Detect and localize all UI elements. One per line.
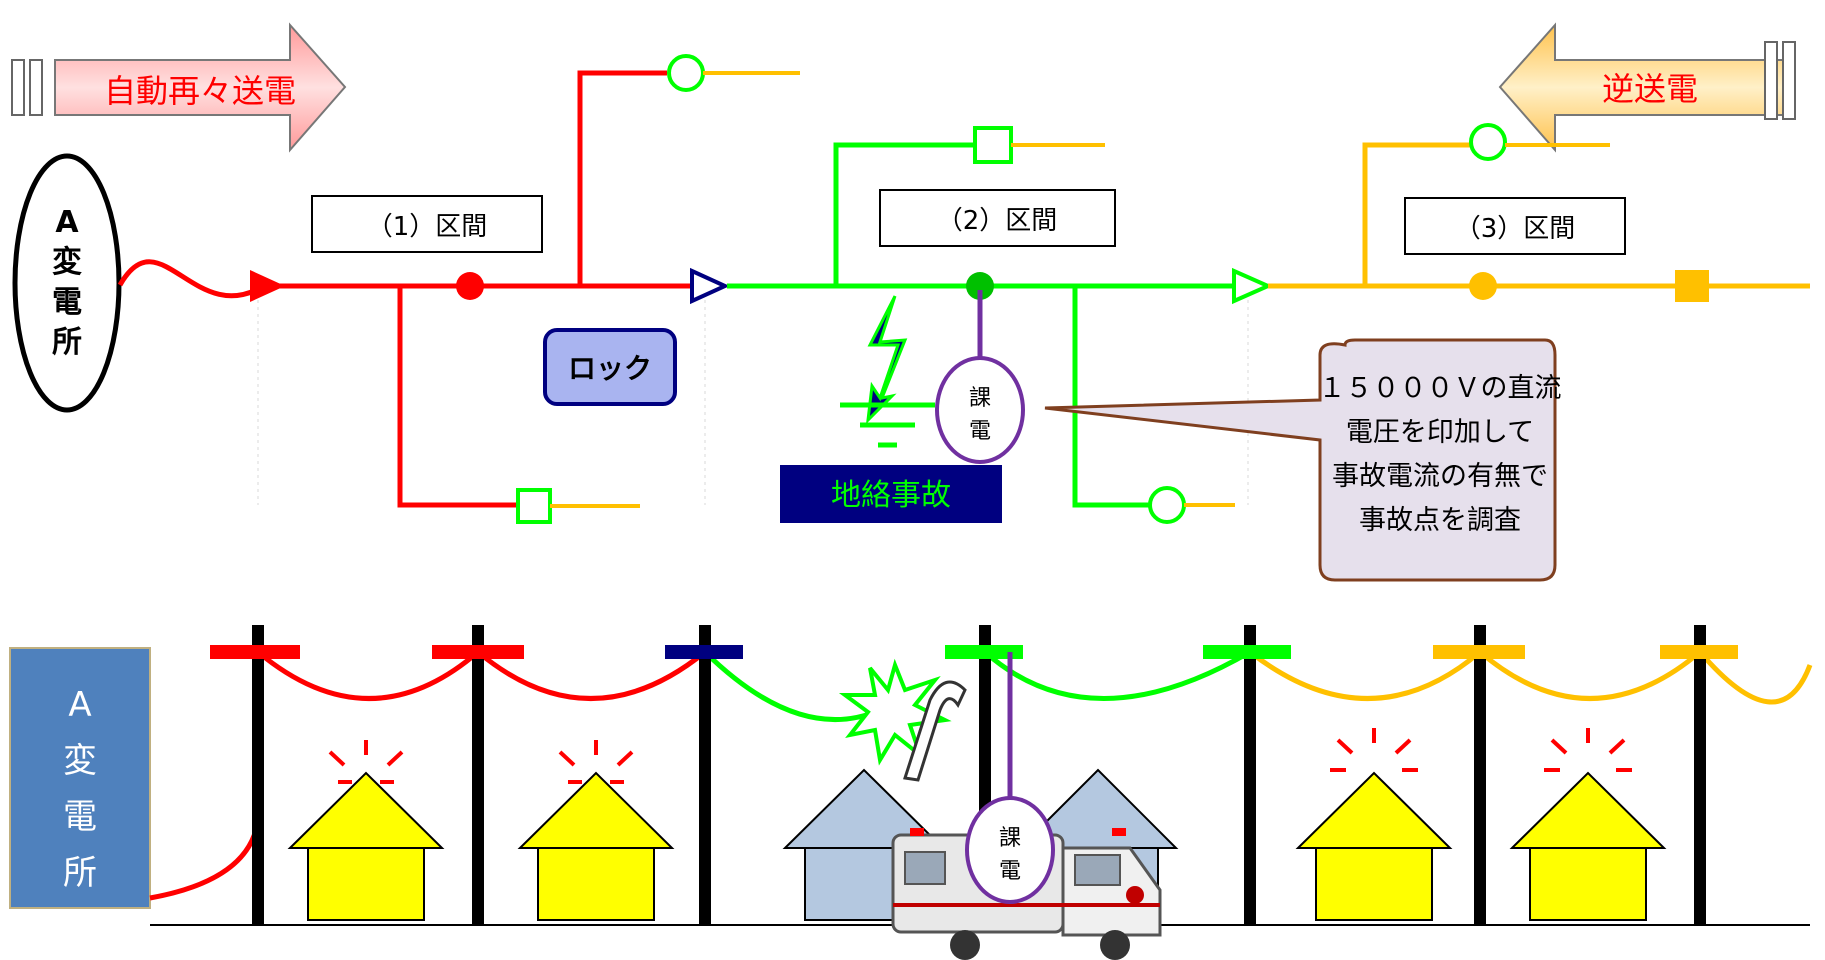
spark-icon [838, 658, 952, 766]
substation-top-char-3: 電 [52, 285, 82, 320]
section-label-2-text: （2）区間 [937, 206, 1058, 236]
reverse-transmission-arrow: 逆送電 [1498, 22, 1796, 153]
substation-bottom-char-4: 所 [63, 853, 97, 893]
section-label-3-text: （3）区間 [1455, 214, 1576, 244]
light-rays-icon [328, 728, 1632, 784]
substation-bottom-char-3: 電 [63, 797, 97, 837]
charging-bottom-char-2: 電 [999, 859, 1021, 884]
lock-badge: ロック [543, 328, 677, 406]
charging-bottom-char-1: 課 [999, 826, 1021, 851]
section-3-line [1268, 123, 1810, 302]
substation-bottom-char-2: 変 [63, 741, 97, 781]
lock-label: ロック [568, 352, 652, 385]
callout-bubble: １５０００Ｖの直流 電圧を印加して 事故電流の有無で 事故点を調査 [1044, 338, 1562, 582]
callout-line-2: 電圧を印加して [1346, 417, 1534, 448]
auto-retransmission-arrow: 自動再々送電 [11, 22, 347, 153]
ground-fault-label: 地絡事故 [831, 478, 951, 513]
substation-bottom-char-1: A [68, 685, 91, 725]
substation-top-char-1: A [55, 205, 79, 240]
section-label-2: （2）区間 [879, 189, 1116, 247]
charging-device-bottom: 課 電 [965, 652, 1055, 904]
section-label-3: （3）区間 [1404, 197, 1626, 255]
section-label-1: （1）区間 [311, 195, 543, 253]
lightning-icon [866, 295, 908, 425]
ground-symbol-icon [840, 402, 935, 448]
charging-device-top: 課 電 [935, 290, 1025, 464]
house-lit-4 [1509, 771, 1667, 921]
section-dividers [257, 300, 1249, 505]
section-label-1-text: （1）区間 [367, 212, 488, 242]
substation-top-char-4: 所 [52, 325, 82, 360]
callout-line-4: 事故点を調査 [1359, 505, 1521, 536]
callout-line-3: 事故電流の有無で [1332, 461, 1548, 492]
section-2-line [727, 126, 1273, 524]
house-lit-2 [517, 771, 675, 921]
callout-line-1: １５０００Ｖの直流 [1319, 373, 1562, 404]
substation-top-char-2: 変 [52, 245, 82, 280]
house-lit-1 [287, 771, 445, 921]
charging-top-char-1: 課 [969, 386, 991, 411]
auto-retransmission-label: 自動再々送電 [104, 72, 296, 110]
substation-a-bottom: A 変 電 所 [9, 647, 151, 909]
reverse-transmission-label: 逆送電 [1602, 70, 1698, 108]
ground-fault-label-box: 地絡事故 [780, 465, 1002, 523]
branch-icon [903, 680, 967, 782]
house-lit-3 [1295, 771, 1453, 921]
charging-top-char-2: 電 [969, 419, 991, 444]
substation-a-top: A 変 電 所 [12, 153, 122, 413]
section-1-line [117, 54, 800, 524]
